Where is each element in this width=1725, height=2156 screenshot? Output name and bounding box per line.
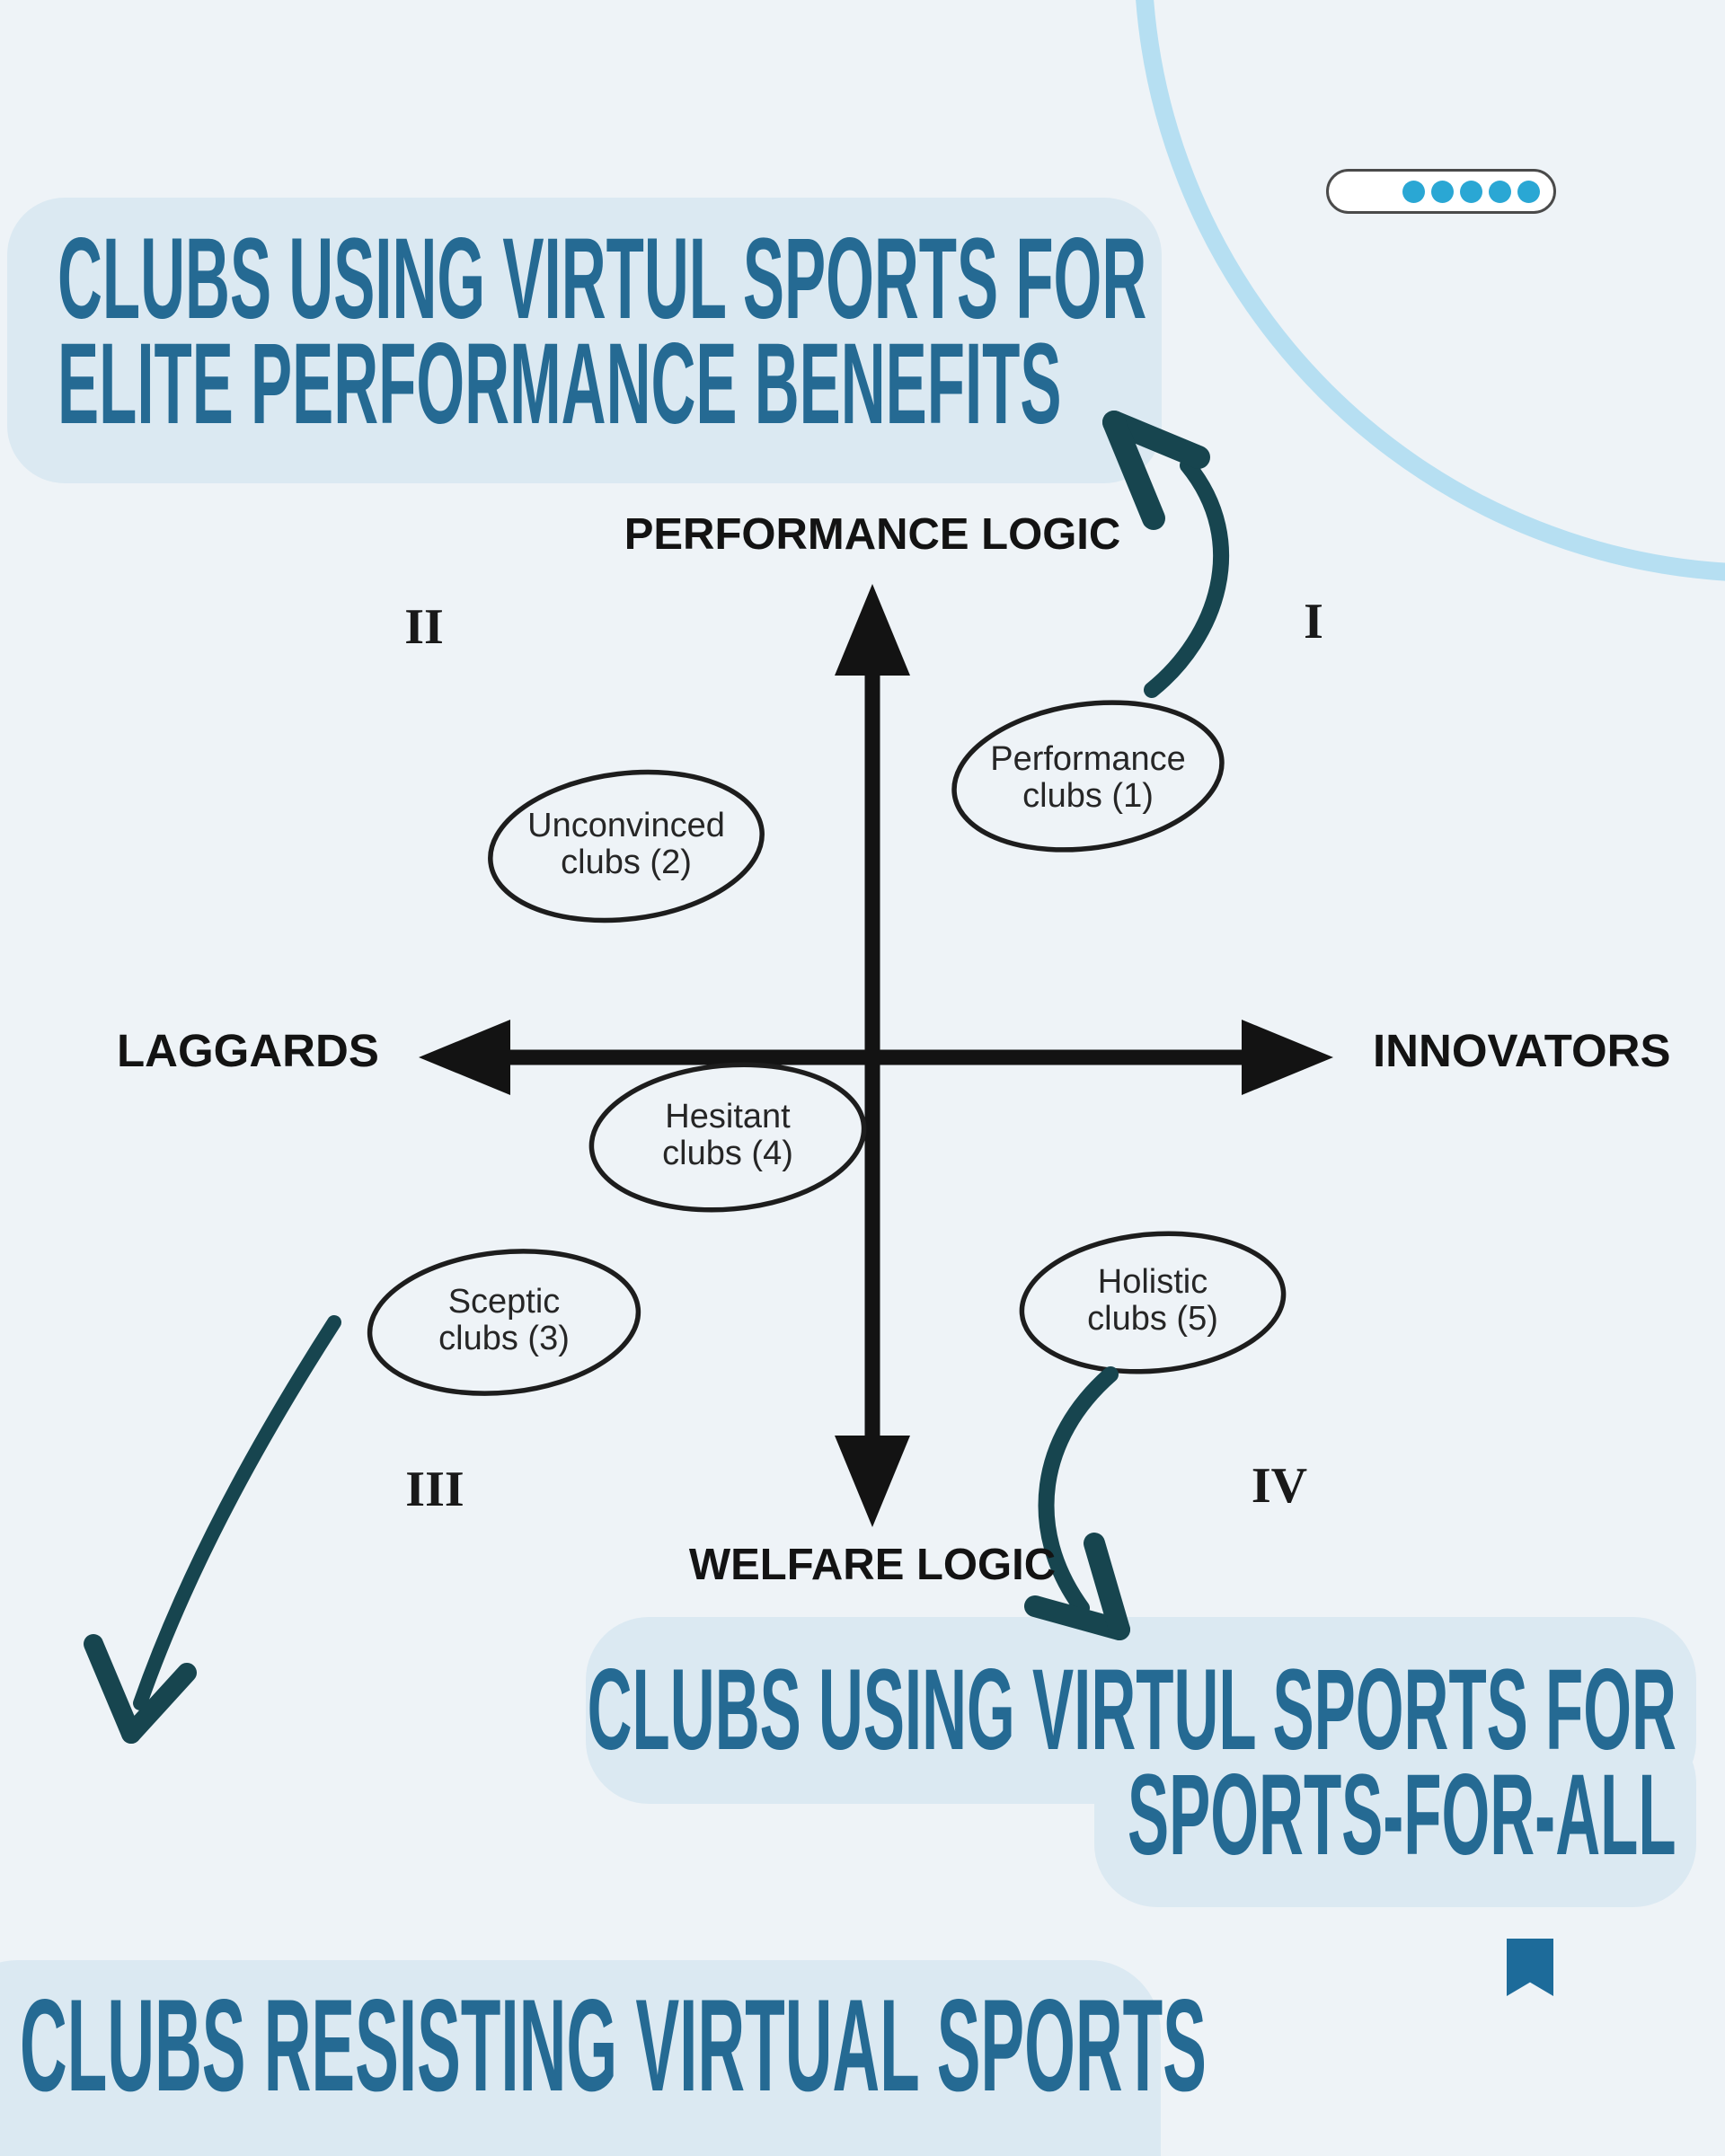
quadrant-numeral-3: III: [405, 1462, 464, 1517]
title-bottom-right-line2: SPORTS-FOR-ALL: [1128, 1751, 1676, 1879]
title-top-left-line1: CLUBS USING VIRTUL SPORTS FOR: [58, 215, 1147, 343]
title-top-left: CLUBS USING VIRTUL SPORTS FOR ELITE PERF…: [58, 215, 1725, 448]
title-bottom-left-line1: CLUBS RESISTING VIRTUAL SPORTS: [20, 1972, 1207, 2118]
cluster-holistic-clubs: Holistic clubs (5): [1009, 1264, 1296, 1338]
quadrant-numeral-2: II: [404, 599, 444, 655]
cluster-unconvinced-line1: Unconvinced: [527, 807, 725, 844]
ellipse-sceptic-clubs: [367, 1249, 641, 1396]
ellipse-unconvinced-clubs: [488, 769, 765, 923]
cluster-sceptic-line1: Sceptic: [447, 1283, 561, 1321]
horizontal-axis-arrowhead-left: [419, 1020, 510, 1095]
ellipse-performance-clubs: [951, 700, 1225, 853]
axis-label-performance-logic: PERFORMANCE LOGIC: [624, 510, 1121, 559]
cluster-unconvinced-clubs: Unconvinced clubs (2): [482, 808, 770, 881]
arrow-to-top-title: [1102, 411, 1230, 698]
cluster-performance-clubs: Performance clubs (1): [944, 741, 1232, 815]
cluster-hesitant-clubs: Hesitant clubs (4): [584, 1099, 871, 1172]
ellipse-hesitant-clubs: [588, 1062, 867, 1213]
axis-label-innovators: INNOVATORS: [1373, 1025, 1671, 1076]
title-bottom-left: CLUBS RESISTING VIRTUAL SPORTS: [20, 1972, 1725, 2118]
arrow-to-bottom-left-title: [84, 1315, 341, 1744]
progress-indicator-pill: [1326, 169, 1556, 214]
horizontal-axis-arrowhead-right: [1242, 1020, 1333, 1095]
cluster-holistic-line2: clubs (5): [1087, 1300, 1218, 1338]
cluster-performance-line2: clubs (1): [1022, 777, 1154, 815]
cluster-unconvinced-line2: clubs (2): [561, 844, 692, 881]
quadrant-numeral-1: I: [1304, 594, 1323, 649]
vertical-axis-arrowhead-up: [835, 584, 910, 676]
progress-dot: [1517, 180, 1540, 203]
progress-dot: [1402, 180, 1425, 203]
callout-panel-bottom-left: [0, 1960, 1161, 2156]
callout-panel-bottom-right-lower: [1094, 1720, 1696, 1907]
progress-dot: [1460, 180, 1482, 203]
title-bottom-right: CLUBS USING VIRTUL SPORTS FOR SPORTS-FOR…: [0, 1646, 1676, 1879]
cluster-hesitant-line1: Hesitant: [665, 1098, 791, 1135]
vertical-axis-arrowhead-down: [835, 1436, 910, 1527]
title-bottom-right-line1: CLUBS USING VIRTUL SPORTS FOR: [587, 1646, 1676, 1774]
cluster-sceptic-clubs: Sceptic clubs (3): [360, 1284, 648, 1357]
title-top-left-line2: ELITE PERFORMANCE BENEFITS: [58, 320, 1062, 448]
ellipse-holistic-clubs: [1019, 1231, 1287, 1374]
cluster-holistic-line1: Holistic: [1097, 1263, 1208, 1301]
arrow-to-bottom-right-title: [1024, 1366, 1130, 1640]
quadrant-numeral-4: IV: [1251, 1458, 1308, 1514]
cluster-performance-line1: Performance: [990, 740, 1186, 778]
callout-panel-top-left: [7, 198, 1162, 483]
axis-label-welfare-logic: WELFARE LOGIC: [688, 1541, 1057, 1589]
progress-dot: [1431, 180, 1454, 203]
cluster-hesitant-line2: clubs (4): [662, 1135, 793, 1172]
axis-label-laggards: LAGGARDS: [117, 1025, 379, 1076]
progress-dot: [1489, 180, 1511, 203]
cluster-sceptic-line2: clubs (3): [438, 1320, 570, 1357]
